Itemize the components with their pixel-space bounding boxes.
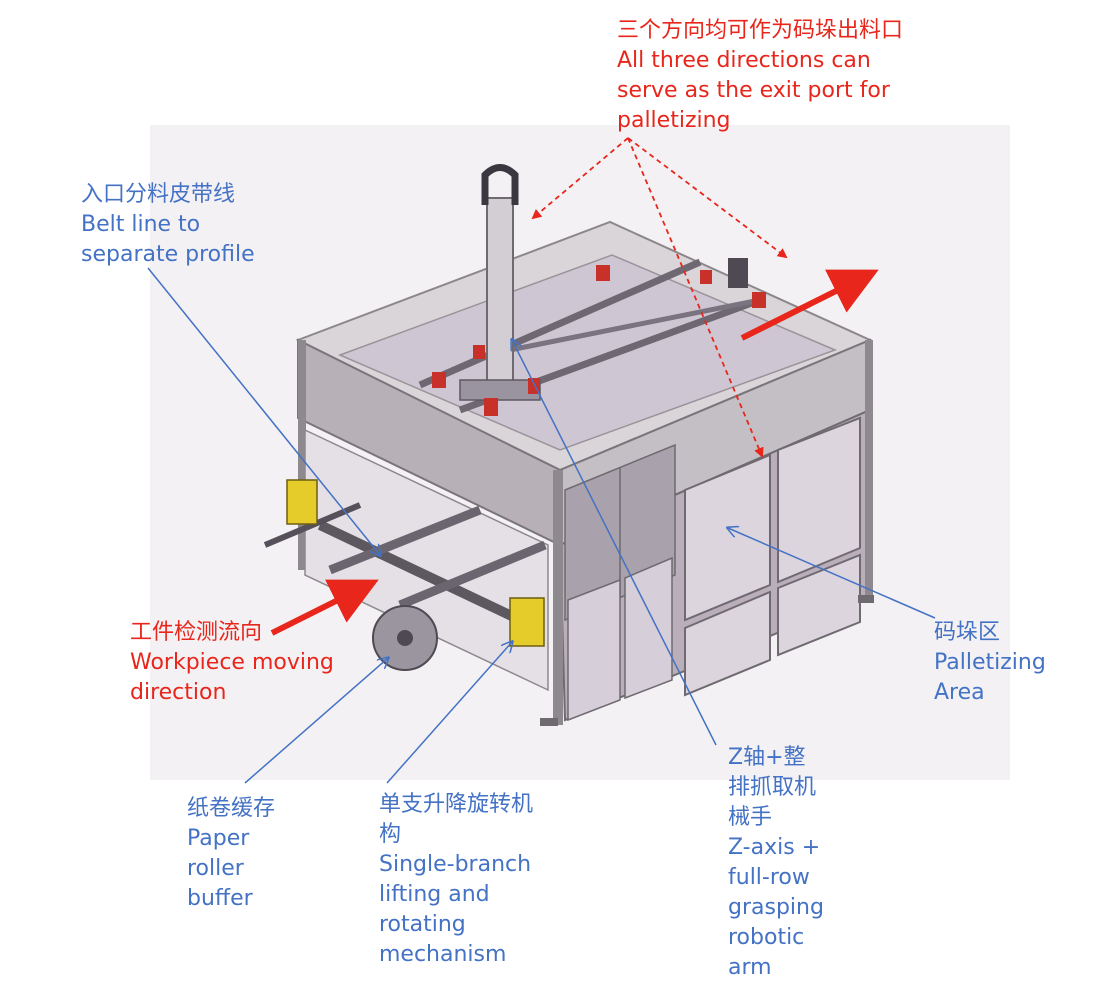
exit-port-en-2: serve as the exit port for: [617, 78, 890, 103]
red-block-2: [484, 398, 498, 416]
paper-roller-en-3: buffer: [187, 886, 253, 911]
lifting-en-1: Single-branch: [379, 852, 532, 877]
belt-line-label: 入口分料皮带线 Belt line to separate profile: [81, 180, 255, 270]
post-front: [553, 470, 563, 725]
yellow-unit-left: [286, 479, 318, 525]
z-axis-column: [486, 197, 514, 399]
red-block-6: [700, 270, 712, 284]
belt-2: [328, 505, 482, 575]
paper-roller-zh: 纸卷缓存: [187, 796, 276, 821]
lifting-zh-2: 构: [379, 822, 402, 847]
z-axis-en-1: Z-axis +: [728, 835, 821, 860]
palletizing-area-en-2: Area: [934, 680, 985, 705]
workpiece-en-1: Workpiece moving: [130, 650, 334, 675]
red-block-4: [596, 265, 610, 281]
red-block-5: [752, 292, 766, 308]
z-axis-label: Z轴+整 排抓取机 械手 Z-axis + full-row grasping …: [728, 743, 824, 983]
z-axis-en-3: grasping: [728, 895, 824, 920]
z-axis-zh-1: Z轴+整: [728, 745, 806, 770]
foot-1: [540, 718, 558, 726]
lifting-en-2: lifting and: [379, 882, 490, 907]
red-block-1: [432, 372, 446, 388]
lifting-en-4: mechanism: [379, 942, 507, 967]
workpiece-en-2: direction: [130, 680, 227, 705]
foot-2: [858, 595, 874, 603]
z-axis-en-5: arm: [728, 955, 772, 980]
z-axis-handle: [481, 164, 519, 205]
paper-roller-label: 纸卷缓存 Paper roller buffer: [187, 794, 275, 914]
palletizing-area-en-1: Palletizing: [934, 650, 1046, 675]
paper-roller-hub: [397, 630, 413, 646]
palletizing-area-label: 码垛区 Palletizing Area: [934, 618, 1046, 708]
red-block-7: [473, 345, 485, 359]
exit-port-en-3: palletizing: [617, 108, 731, 133]
belt-line-en-2: separate profile: [81, 242, 255, 267]
exit-port-zh: 三个方向均可作为码垛出料口: [617, 18, 904, 43]
exit-port-en-1: All three directions can: [617, 48, 871, 73]
exit-port-label: 三个方向均可作为码垛出料口 All three directions can s…: [617, 16, 903, 136]
z-axis-zh-2: 排抓取机: [728, 775, 817, 800]
lower-window-2: [624, 556, 673, 700]
paper-roller-en-1: Paper: [187, 826, 250, 851]
paper-roller-en-2: roller: [187, 856, 244, 881]
workpiece-label: 工件检测流向 Workpiece moving direction: [130, 618, 334, 708]
palletizing-area-zh: 码垛区: [934, 620, 1001, 645]
belt-line-en-1: Belt line to: [81, 212, 201, 237]
motor-unit: [728, 258, 748, 288]
workpiece-zh: 工件检测流向: [130, 620, 263, 645]
yellow-unit-right: [509, 597, 545, 647]
lower-window: [567, 578, 621, 722]
belt-line-zh: 入口分料皮带线: [81, 182, 236, 207]
z-axis-en-2: full-row: [728, 865, 810, 890]
post-right: [865, 340, 873, 600]
z-axis-en-4: robotic: [728, 925, 805, 950]
lifting-en-3: rotating: [379, 912, 466, 937]
lifting-zh-1: 单支升降旋转机: [379, 792, 534, 817]
lifting-label: 单支升降旋转机 构 Single-branch lifting and rota…: [379, 790, 533, 970]
red-block-3: [528, 378, 540, 394]
z-axis-zh-3: 械手: [728, 805, 773, 830]
